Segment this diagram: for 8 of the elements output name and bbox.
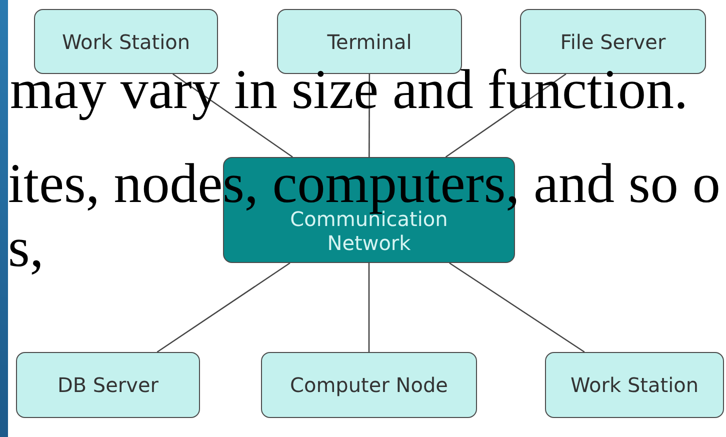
connector-line [368, 263, 370, 352]
node-box: DB Server [16, 352, 200, 418]
node-box: Work Station [34, 9, 218, 74]
node-box: Computer Node [261, 352, 477, 418]
connector-line [449, 262, 585, 353]
overlay-text: s, [8, 222, 44, 276]
node-box: Work Station [545, 352, 724, 418]
connector-line [156, 262, 290, 353]
